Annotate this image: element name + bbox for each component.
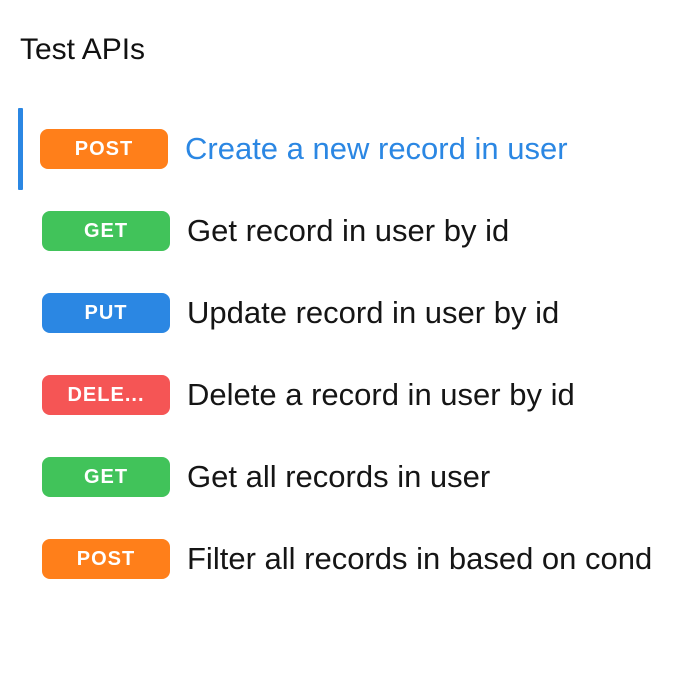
api-list: POST Create a new record in user GET Get… — [0, 108, 692, 600]
api-label: Update record in user by id — [187, 295, 560, 330]
method-badge-get: GET — [42, 211, 170, 251]
api-label: Filter all records in based on cond — [187, 541, 653, 576]
panel-title: Test APIs — [20, 33, 146, 66]
api-item-create-user[interactable]: POST Create a new record in user — [0, 108, 692, 190]
method-badge-get: GET — [42, 457, 170, 497]
method-badge-post: POST — [42, 539, 170, 579]
method-badge-delete: DELE... — [42, 375, 170, 415]
api-item-delete-user-by-id[interactable]: DELE... Delete a record in user by id — [0, 354, 692, 436]
api-item-get-all-users[interactable]: GET Get all records in user — [0, 436, 692, 518]
method-badge-put: PUT — [42, 293, 170, 333]
api-label: Get record in user by id — [187, 213, 510, 248]
api-item-get-user-by-id[interactable]: GET Get record in user by id — [0, 190, 692, 272]
method-badge-post: POST — [40, 129, 168, 169]
api-item-update-user-by-id[interactable]: PUT Update record in user by id — [0, 272, 692, 354]
api-label: Get all records in user — [187, 459, 491, 494]
api-item-filter-user-records[interactable]: POST Filter all records in based on cond — [0, 518, 692, 600]
api-label: Delete a record in user by id — [187, 377, 575, 412]
api-label: Create a new record in user — [185, 131, 568, 166]
